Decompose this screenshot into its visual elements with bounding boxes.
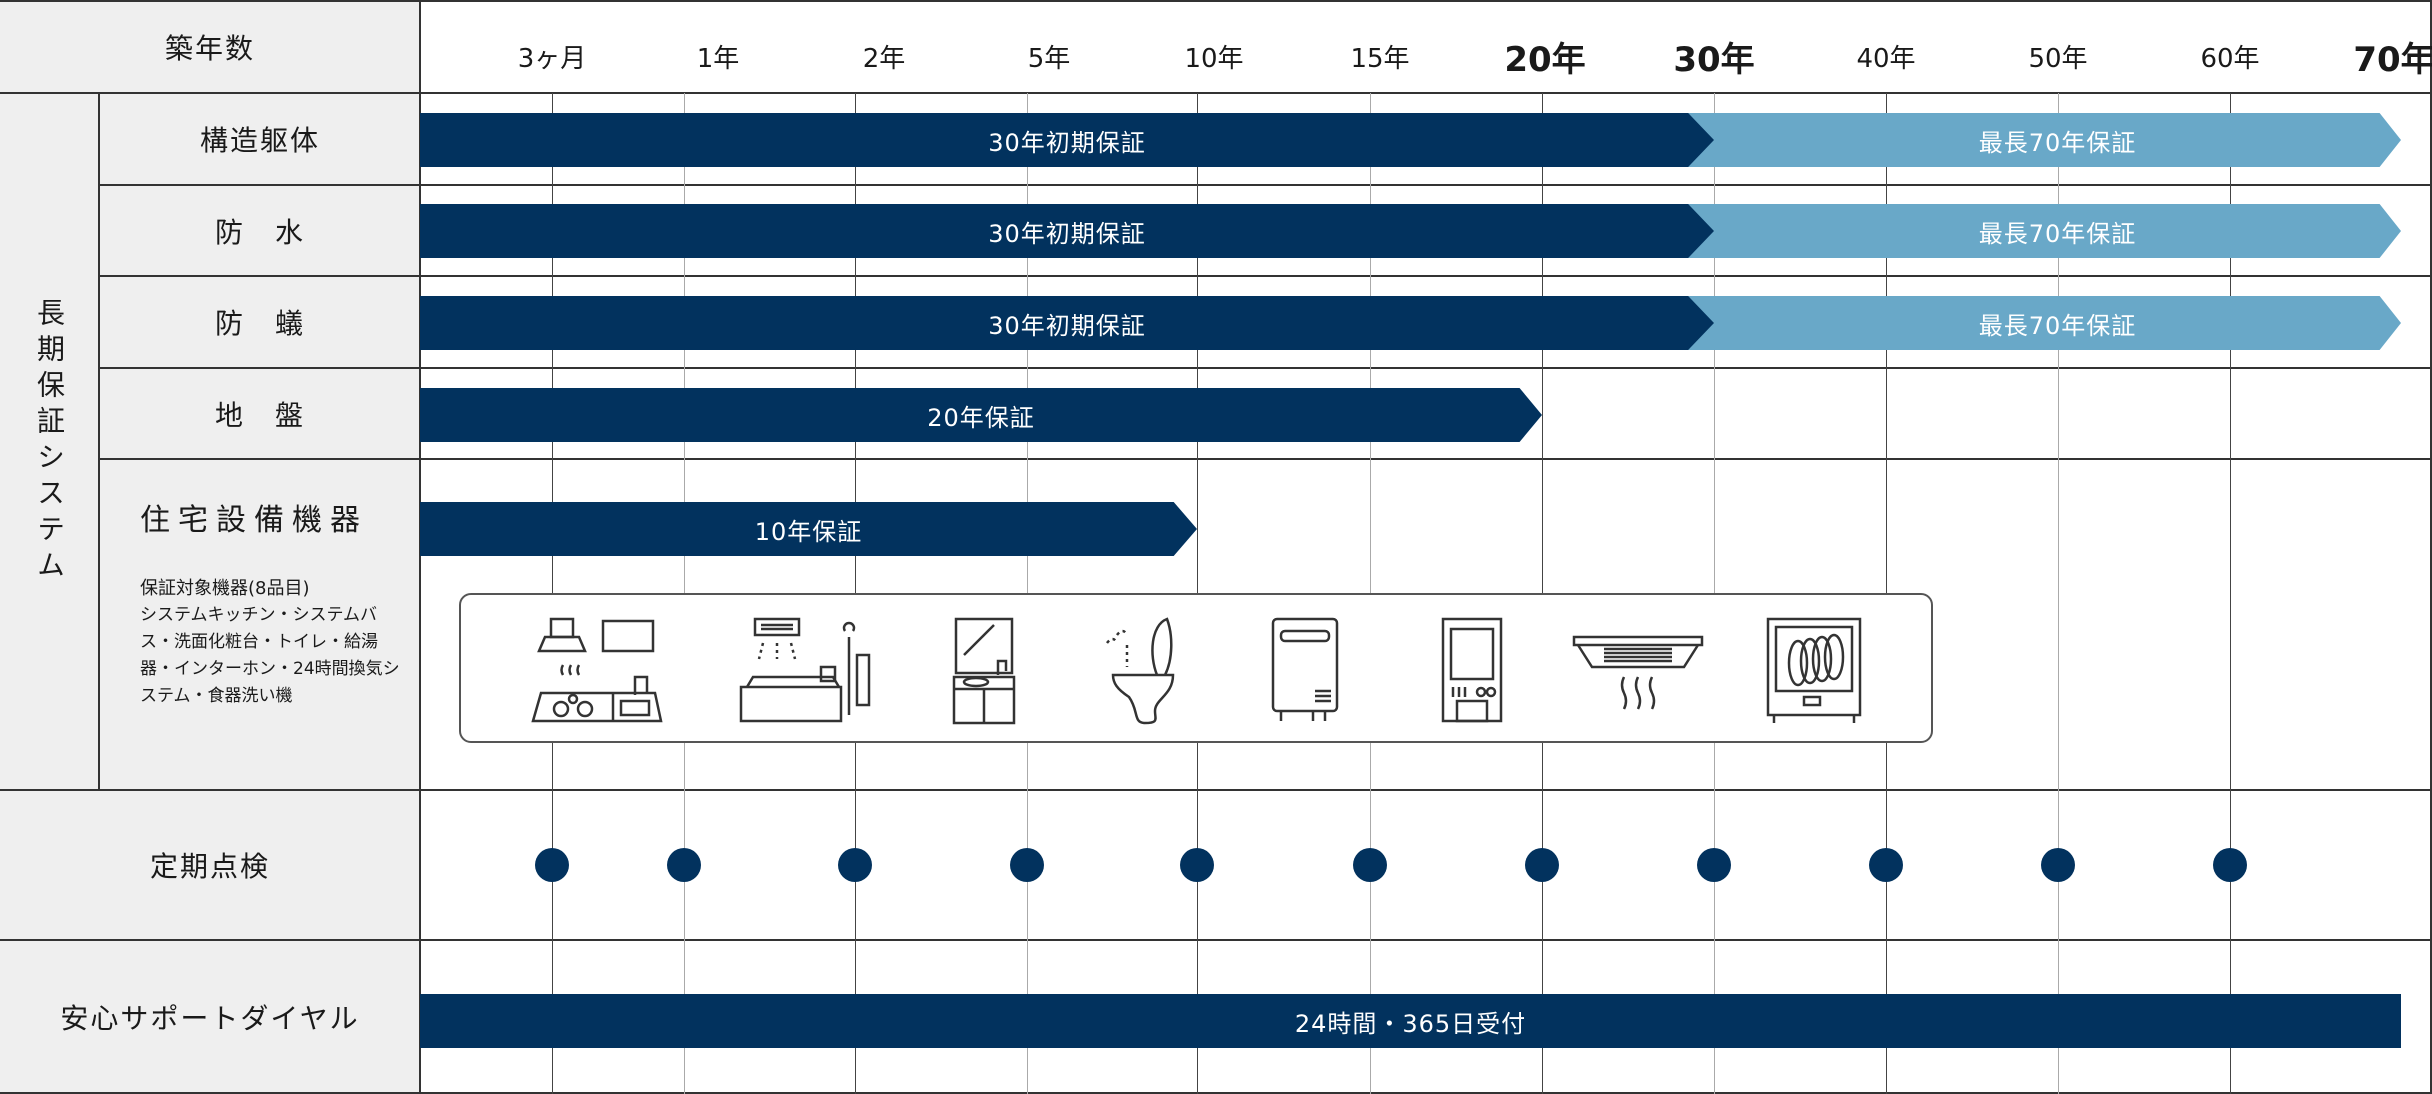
system-kitchen-icon xyxy=(523,615,663,725)
bar-label: 10年保証 xyxy=(754,517,863,546)
inspection-dot xyxy=(1180,848,1214,882)
timeline-tick-label: 5年 xyxy=(1027,44,1071,74)
timeline-tick-label: 30年 xyxy=(1673,40,1755,80)
equipment-icons-panel xyxy=(459,593,1933,743)
bar-label: 30年初期保証 xyxy=(988,128,1146,157)
inspection-dot xyxy=(1869,848,1903,882)
bar-equipment: 10年保証 xyxy=(420,502,1197,556)
row-label-termite: 防 蟻 xyxy=(214,307,305,340)
vanity-icon xyxy=(914,615,1054,725)
bar-label: 最長70年保証 xyxy=(1978,311,2137,340)
group-label-long-term-warranty: 長期保証システム xyxy=(33,297,66,586)
inspection-dot xyxy=(2213,848,2247,882)
inspection-dot xyxy=(1010,848,1044,882)
ventilation-icon xyxy=(1568,615,1708,725)
timeline-tick-label: 50年 xyxy=(2028,44,2088,74)
inspection-dot xyxy=(1697,848,1731,882)
bar-termite-extended: 最長70年保証 xyxy=(1688,296,2401,350)
inspection-dot xyxy=(1525,848,1559,882)
timeline-tick-label: 2年 xyxy=(862,44,906,74)
bar-label: 30年初期保証 xyxy=(988,311,1146,340)
bar-label: 20年保証 xyxy=(927,403,1035,432)
header-title: 築年数 xyxy=(164,31,255,65)
timeline-tick-label: 40年 xyxy=(1856,44,1916,74)
timeline-tick-label: 3ヶ月 xyxy=(517,44,587,74)
equipment-note-title: 保証対象機器(8品目) xyxy=(140,578,310,599)
bar-waterproof-extended: 最長70年保証 xyxy=(1688,204,2401,258)
bar-structure-initial: 30年初期保証 xyxy=(420,113,1714,167)
toilet-icon xyxy=(1069,615,1209,725)
timeline-tick-label: 20年 xyxy=(1504,40,1586,80)
bar-label: 30年初期保証 xyxy=(988,219,1146,248)
gridline xyxy=(2230,93,2231,1094)
row-label-structure: 構造躯体 xyxy=(199,124,320,157)
intercom-icon xyxy=(1401,615,1541,725)
row-label-inspection: 定期点検 xyxy=(149,850,270,883)
bar-label: 24時間・365日受付 xyxy=(1294,1009,1527,1038)
equipment-note-body: システムキッチン・システムバス・洗面化粧台・トイレ・給湯器・インターホン・24時… xyxy=(140,605,400,706)
bar-ground: 20年保証 xyxy=(420,388,1542,442)
inspection-dot xyxy=(838,848,872,882)
gridline xyxy=(2058,93,2059,1094)
bar-termite-initial: 30年初期保証 xyxy=(420,296,1714,350)
timeline-tick-label: 15年 xyxy=(1350,44,1410,74)
row-label-ground: 地 盤 xyxy=(214,398,305,432)
label-column xyxy=(0,0,420,1094)
inspection-dot xyxy=(1353,848,1387,882)
row-label-support: 安心サポートダイヤル xyxy=(60,1002,360,1035)
row-label-equipment: 住宅設備機器 xyxy=(140,503,368,538)
bar-label: 最長70年保証 xyxy=(1978,219,2137,248)
water-heater-icon xyxy=(1235,615,1375,725)
dishwasher-icon xyxy=(1742,615,1882,725)
timeline-tick-label: 70年 xyxy=(2353,40,2432,80)
inspection-dot xyxy=(667,848,701,882)
bar-label: 最長70年保証 xyxy=(1978,128,2137,157)
inspection-dot xyxy=(535,848,569,882)
timeline-tick-label: 1年 xyxy=(696,44,740,74)
timeline-tick-label: 10年 xyxy=(1184,44,1244,74)
system-bath-icon xyxy=(735,615,875,725)
bar-support: 24時間・365日受付 xyxy=(420,994,2401,1048)
row-label-waterproof: 防 水 xyxy=(214,215,305,249)
inspection-dot xyxy=(2041,848,2075,882)
bar-structure-extended: 最長70年保証 xyxy=(1688,113,2401,167)
bar-waterproof-initial: 30年初期保証 xyxy=(420,204,1714,258)
timeline-tick-label: 60年 xyxy=(2200,44,2260,74)
